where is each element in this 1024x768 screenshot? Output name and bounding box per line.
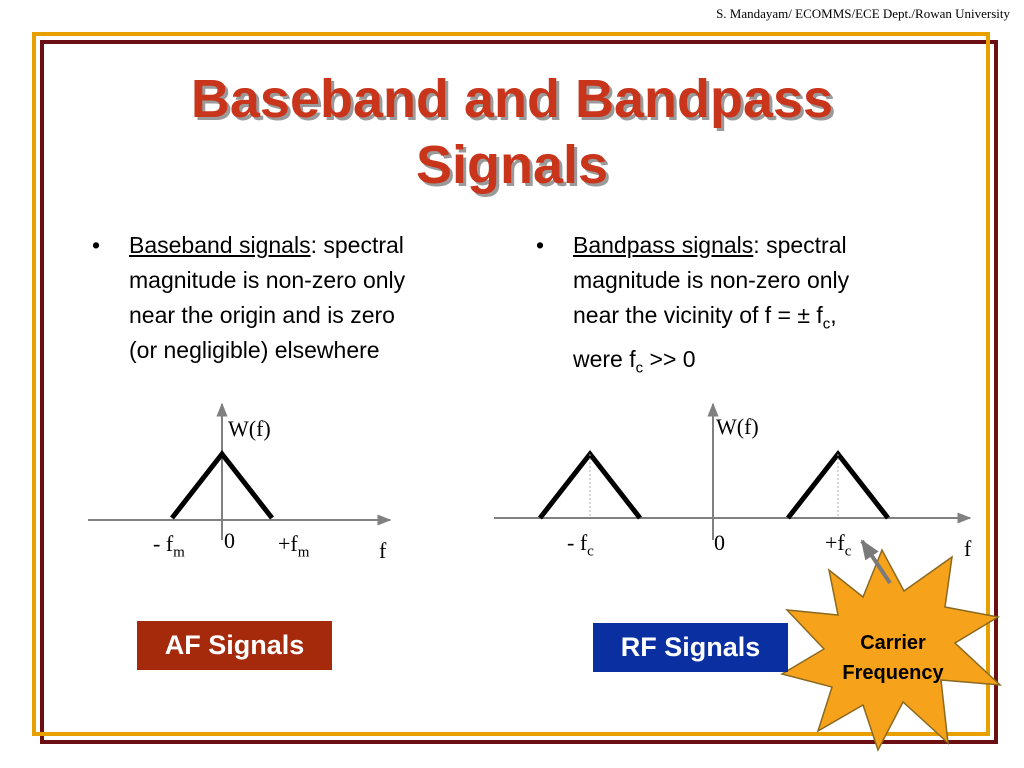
- carrier-pointer-arrow: [860, 539, 892, 585]
- bandpass-term: Bandpass signals: [573, 232, 754, 258]
- bandpass-tick-pos: +fc: [825, 530, 852, 560]
- baseband-line-4: (or negligible) elsewhere: [129, 337, 380, 363]
- bandpass-line-2: magnitude is non-zero only: [573, 267, 850, 293]
- baseband-line-2: magnitude is non-zero only: [129, 267, 406, 293]
- af-signals-label: AF Signals: [137, 621, 332, 670]
- baseband-tick-pos: +fm: [278, 531, 310, 561]
- baseband-xlabel: f: [379, 538, 387, 563]
- bandpass-line-3: near the vicinity of f = ± fc,: [573, 302, 837, 333]
- bullet-baseband-text: Baseband signals: spectral magnitude is …: [129, 228, 405, 368]
- bandpass-line-4: were fc >> 0: [573, 345, 696, 377]
- bandpass-line-1: : spectral: [753, 232, 847, 258]
- baseband-line-1: : spectral: [310, 232, 404, 258]
- baseband-ylabel: W(f): [228, 416, 271, 441]
- carrier-line-1: Carrier: [860, 632, 926, 654]
- slide-frame-outer: [40, 40, 998, 744]
- bullet-marker: •: [536, 232, 545, 258]
- bullet-marker: •: [92, 232, 101, 258]
- slide-title: Baseband and Bandpass Signals: [0, 66, 1024, 198]
- bullet-bandpass-text: Bandpass signals: spectral magnitude is …: [573, 228, 849, 385]
- slide-credit: S. Mandayam/ ECOMMS/ECE Dept./Rowan Univ…: [716, 6, 1010, 21]
- baseband-line-3: near the origin and is zero: [129, 302, 395, 328]
- title-line-2: Signals: [415, 135, 609, 195]
- bandpass-xlabel: f: [964, 536, 972, 561]
- bandpass-tick-neg: - fc: [567, 530, 594, 560]
- bandpass-ylabel: W(f): [716, 414, 759, 439]
- bandpass-tick-zero: 0: [714, 530, 725, 555]
- carrier-frequency-starburst: [780, 548, 1003, 752]
- baseband-tick-zero: 0: [224, 528, 235, 553]
- carrier-frequency-label: Carrier Frequency: [818, 628, 968, 688]
- title-line-1: Baseband and Bandpass: [190, 69, 834, 129]
- baseband-tick-neg: - fm: [153, 531, 185, 561]
- baseband-term: Baseband signals: [129, 232, 311, 258]
- carrier-line-2: Frequency: [842, 662, 944, 684]
- baseband-spectrum: [170, 449, 274, 520]
- rf-signals-label: RF Signals: [593, 623, 788, 672]
- slide-frame-inner: [32, 32, 990, 736]
